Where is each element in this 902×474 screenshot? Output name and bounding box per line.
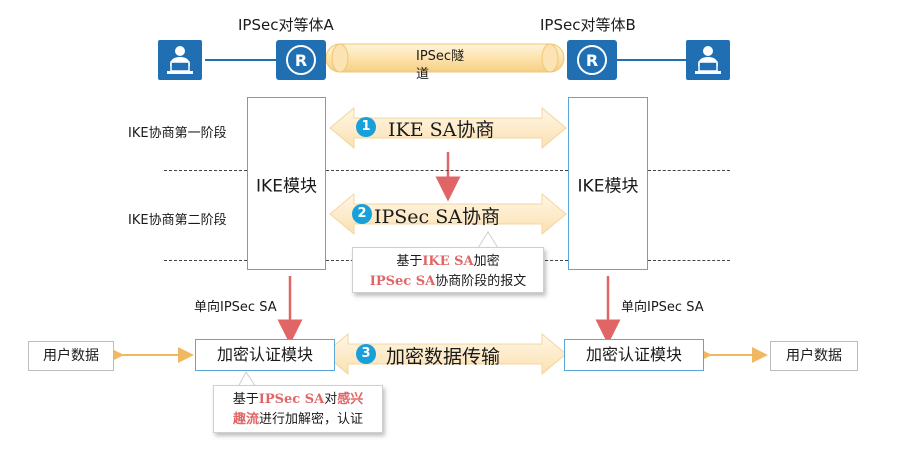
phase2-label: IKE协商第二阶段 bbox=[128, 213, 227, 228]
double-arrow-2 bbox=[329, 192, 567, 236]
peer-a-label: IPSec对等体A bbox=[238, 16, 334, 34]
double-arrow-1 bbox=[329, 106, 567, 150]
phase-divider-left-1 bbox=[164, 170, 247, 171]
callout2-post: 进行加解密，认证 bbox=[259, 412, 364, 427]
auth-module-left: 加密认证模块 bbox=[195, 339, 335, 371]
tunnel-label: IPSec隧道 bbox=[416, 49, 465, 82]
step1-text: IKE SA协商 bbox=[388, 119, 495, 141]
auth-module-right: 加密认证模块 bbox=[564, 339, 704, 371]
callout1-pointer bbox=[477, 231, 499, 249]
callout2-pre: 基于 bbox=[232, 392, 259, 407]
callout-ipsec-sa: 基于IPSec SA对感兴 趣流进行加解密，认证 bbox=[213, 385, 383, 433]
step3-text: 加密数据传输 bbox=[386, 346, 501, 368]
phase-divider-right-1 bbox=[648, 170, 730, 171]
user-data-right: 用户数据 bbox=[770, 341, 858, 371]
sa-label-right: 单向IPSec SA bbox=[621, 300, 704, 315]
router-icon: R bbox=[276, 40, 326, 80]
callout1-hl2: IPSec SA bbox=[369, 274, 436, 289]
callout1-mid: 加密 bbox=[473, 254, 500, 269]
callout1-post: 协商阶段的报文 bbox=[435, 274, 527, 289]
ike-module-right-label: IKE模块 bbox=[577, 176, 639, 196]
phase1-label: IKE协商第一阶段 bbox=[128, 126, 227, 141]
callout2-hl2a: 感兴 bbox=[337, 392, 364, 407]
callout2-hl1: IPSec SA bbox=[258, 392, 325, 407]
user-data-left: 用户数据 bbox=[28, 341, 114, 371]
phase-divider-left-2 bbox=[164, 260, 247, 261]
sa-label-left: 单向IPSec SA bbox=[194, 300, 277, 315]
step2-text: IPSec SA协商 bbox=[374, 206, 500, 228]
callout1-hl1: IKE SA bbox=[422, 254, 474, 269]
ike-module-right: IKE模块 bbox=[568, 97, 648, 270]
ike-module-left-label: IKE模块 bbox=[256, 176, 317, 196]
phase-divider-mid-1 bbox=[326, 170, 568, 171]
peer-b-label: IPSec对等体B bbox=[540, 16, 636, 34]
ipsec-tunnel bbox=[325, 43, 565, 73]
step2-badge: 2 bbox=[352, 204, 372, 224]
ike-module-left: IKE模块 bbox=[247, 97, 326, 270]
step1-badge: 1 bbox=[356, 117, 376, 137]
router-icon: R bbox=[567, 40, 617, 80]
callout-ike-sa: 基于IKE SA加密 IPSec SA协商阶段的报文 bbox=[352, 247, 544, 293]
phase-divider-right-2 bbox=[648, 260, 730, 261]
svg-text:R: R bbox=[295, 51, 307, 70]
step3-badge: 3 bbox=[356, 344, 376, 364]
user-terminal-icon bbox=[686, 40, 730, 80]
callout1-pre: 基于 bbox=[396, 254, 423, 269]
callout2-hl2b: 趣流 bbox=[232, 412, 259, 427]
callout2-mid: 对 bbox=[324, 392, 338, 407]
svg-text:R: R bbox=[586, 51, 598, 70]
user-terminal-icon bbox=[158, 40, 202, 80]
